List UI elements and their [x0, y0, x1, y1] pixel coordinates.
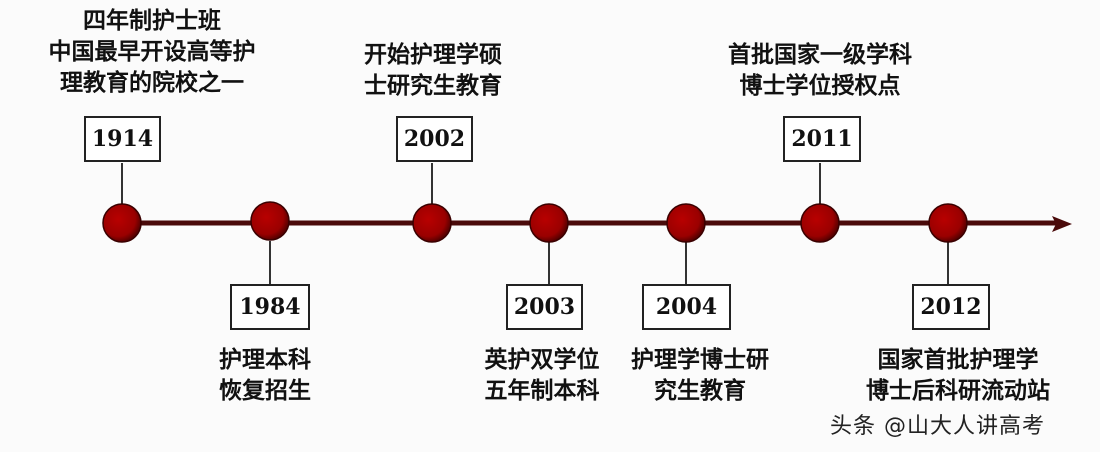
- year-box-2004: 2004: [642, 284, 731, 330]
- year-box-1984: 1984: [230, 284, 310, 330]
- watermark: 头条 @山大人讲高考: [830, 414, 1045, 439]
- node-2011: [800, 203, 840, 243]
- year-box-2012: 2012: [912, 284, 990, 330]
- caption-line: 五年制本科: [484, 378, 600, 404]
- arrow-head-icon: [1052, 216, 1072, 232]
- caption-line: 四年制护士班: [83, 8, 221, 34]
- year-box-2011: 2011: [783, 116, 861, 162]
- event-caption-1914: 四年制护士班 中国最早开设高等护 理教育的院校之一: [49, 6, 256, 99]
- caption-line: 中国最早开设高等护: [48, 39, 256, 65]
- caption-line: 首批国家一级学科: [728, 42, 912, 68]
- connector-lines: [121, 163, 949, 284]
- event-caption-2004: 护理学博士研 究生教育: [631, 345, 769, 407]
- caption-line: 究生教育: [654, 378, 746, 404]
- year-box-1914: 1914: [84, 116, 161, 162]
- node-1984: [250, 201, 290, 241]
- event-caption-2003: 英护双学位 五年制本科: [485, 345, 600, 407]
- caption-line: 护理学博士研: [631, 347, 769, 373]
- node-1914: [102, 203, 142, 243]
- caption-line: 英护双学位: [484, 347, 600, 373]
- caption-line: 博士学位授权点: [739, 73, 901, 99]
- event-caption-2012: 国家首批护理学 博士后科研流动站: [866, 345, 1050, 407]
- caption-line: 开始护理学硕: [364, 42, 502, 68]
- caption-line: 博士后科研流动站: [866, 378, 1050, 404]
- node-2004: [666, 203, 706, 243]
- event-caption-2002: 开始护理学硕 士研究生教育: [364, 40, 502, 102]
- timeline-nodes: [102, 201, 968, 243]
- event-caption-2011: 首批国家一级学科 博士学位授权点: [728, 40, 912, 102]
- node-2003: [529, 203, 569, 243]
- node-2002: [412, 203, 452, 243]
- caption-line: 国家首批护理学: [877, 347, 1039, 373]
- caption-line: 士研究生教育: [364, 73, 502, 99]
- caption-line: 恢复招生: [219, 378, 311, 404]
- event-caption-1984: 护理本科 恢复招生: [219, 345, 311, 407]
- caption-line: 护理本科: [219, 347, 311, 373]
- caption-line: 理教育的院校之一: [60, 70, 244, 96]
- node-2012: [928, 203, 968, 243]
- year-box-2003: 2003: [506, 284, 583, 330]
- year-box-2002: 2002: [396, 116, 473, 162]
